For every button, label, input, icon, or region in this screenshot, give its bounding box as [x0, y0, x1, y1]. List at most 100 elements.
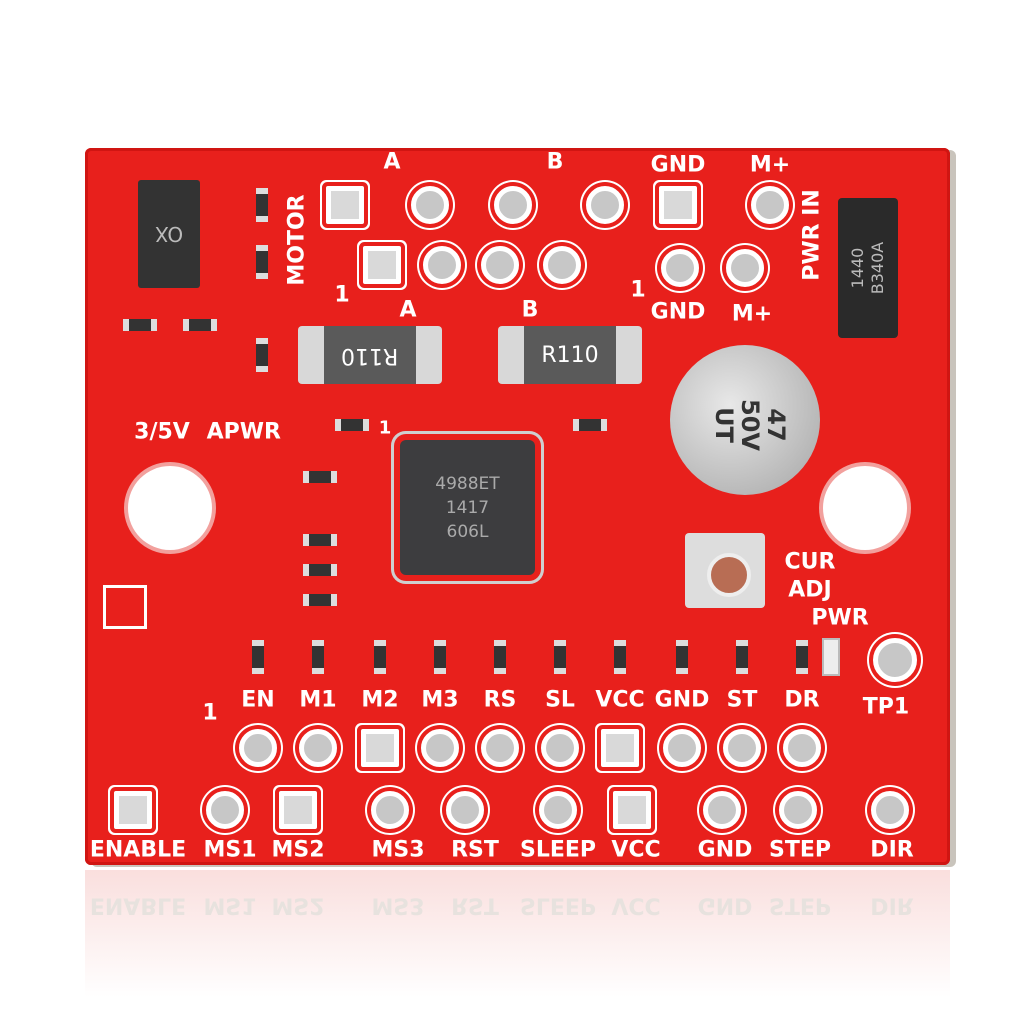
tp1-pad — [873, 638, 917, 682]
header-label: DR — [784, 687, 820, 713]
reflected-label: MS1 — [203, 892, 257, 918]
sense-resistor: R110 — [498, 326, 642, 384]
smd-resistor — [736, 640, 748, 674]
pin1-marker: 1 — [630, 277, 646, 303]
power-pad — [726, 249, 764, 287]
breakout-pin — [779, 791, 817, 829]
header-label: M1 — [299, 687, 337, 713]
smd-resistor — [303, 471, 337, 483]
gnd-label: GND — [650, 299, 706, 325]
tp1-label: TP1 — [862, 694, 910, 720]
motor-pad — [326, 186, 364, 224]
smd-resistor — [256, 188, 268, 222]
smd-resistor — [796, 640, 808, 674]
mplus-label: M+ — [731, 301, 773, 327]
header-pin — [481, 729, 519, 767]
gnd-label: GND — [650, 152, 706, 178]
reflected-label: RST — [451, 892, 499, 918]
header-pin1-marker: 1 — [202, 700, 218, 726]
breakout-pin-label: GND — [697, 837, 753, 863]
header-pin — [663, 729, 701, 767]
header-pin — [361, 729, 399, 767]
motor-pad — [423, 246, 461, 284]
sense-resistor: R110 — [298, 326, 442, 384]
power-pad — [659, 186, 697, 224]
header-pin — [783, 729, 821, 767]
smd-resistor — [312, 640, 324, 674]
reflected-label: GND — [697, 892, 753, 918]
power-led — [822, 638, 840, 676]
header-pin — [723, 729, 761, 767]
header-label: M2 — [361, 687, 399, 713]
breakout-pin-label: MS3 — [371, 837, 425, 863]
smd-resistor — [252, 640, 264, 674]
reflected-label: ENABLE — [89, 892, 187, 918]
reflected-label: STEP — [768, 892, 832, 918]
smd-capacitor — [303, 564, 337, 576]
motor-pad — [494, 186, 532, 224]
header-label: GND — [654, 687, 710, 713]
smd-resistor — [374, 640, 386, 674]
motor-pad — [481, 246, 519, 284]
jumper-35v-label: 3/5V — [134, 419, 190, 445]
breakout-pin — [446, 791, 484, 829]
reflected-label: MS2 — [271, 892, 325, 918]
smd-resistor — [614, 640, 626, 674]
motor-label: MOTOR — [284, 194, 310, 286]
pwr-led-label: PWR — [811, 605, 869, 631]
reflected-label: DIR — [870, 892, 914, 918]
smd-resistor — [256, 245, 268, 279]
smd-capacitor — [256, 338, 268, 372]
breakout-pin-label: VCC — [611, 837, 661, 863]
breakout-pin — [539, 791, 577, 829]
header-label: RS — [483, 687, 517, 713]
motor-pad — [586, 186, 624, 224]
smd-resistor — [183, 319, 217, 331]
reflected-label: VCC — [611, 892, 661, 918]
header-pin — [421, 729, 459, 767]
header-label: M3 — [421, 687, 459, 713]
header-label: ST — [726, 687, 758, 713]
pwr-in-label: PWR IN — [799, 189, 825, 281]
smd-resistor — [676, 640, 688, 674]
smd-capacitor — [303, 534, 337, 546]
coil-b-label: B — [546, 149, 564, 175]
mplus-label: M+ — [749, 152, 791, 178]
pin1-marker: 1 — [334, 282, 350, 308]
current-adjust-potentiometer[interactable] — [685, 533, 765, 608]
smd-capacitor — [573, 419, 607, 431]
smd-capacitor — [303, 594, 337, 606]
smd-resistor — [434, 640, 446, 674]
breakout-pin-label: ENABLE — [89, 837, 187, 863]
voltage-regulator: OX — [138, 180, 200, 288]
header-pin — [541, 729, 579, 767]
power-pad — [661, 249, 699, 287]
logo-icon — [103, 585, 147, 629]
header-label: SL — [545, 687, 575, 713]
jumper-apwr-label: APWR — [206, 419, 281, 445]
header-label: VCC — [595, 687, 645, 713]
reflected-label: MS3 — [371, 892, 425, 918]
mounting-hole — [128, 466, 212, 550]
breakout-pin — [371, 791, 409, 829]
smd-resistor — [123, 319, 157, 331]
breakout-pin — [871, 791, 909, 829]
breakout-pin — [206, 791, 244, 829]
breakout-pin-label: MS2 — [271, 837, 325, 863]
smd-resistor — [494, 640, 506, 674]
header-pin — [601, 729, 639, 767]
motor-pad — [363, 246, 401, 284]
breakout-pin-label: SLEEP — [519, 837, 597, 863]
coil-b-label: B — [521, 297, 539, 323]
adj-label: ADJ — [788, 577, 832, 603]
header-pin — [299, 729, 337, 767]
cur-label: CUR — [784, 549, 836, 575]
power-pad — [751, 186, 789, 224]
breakout-pin-label: STEP — [768, 837, 832, 863]
motor-pad — [411, 186, 449, 224]
chip-pin1-marker: 1 — [378, 417, 392, 439]
breakout-pin — [703, 791, 741, 829]
